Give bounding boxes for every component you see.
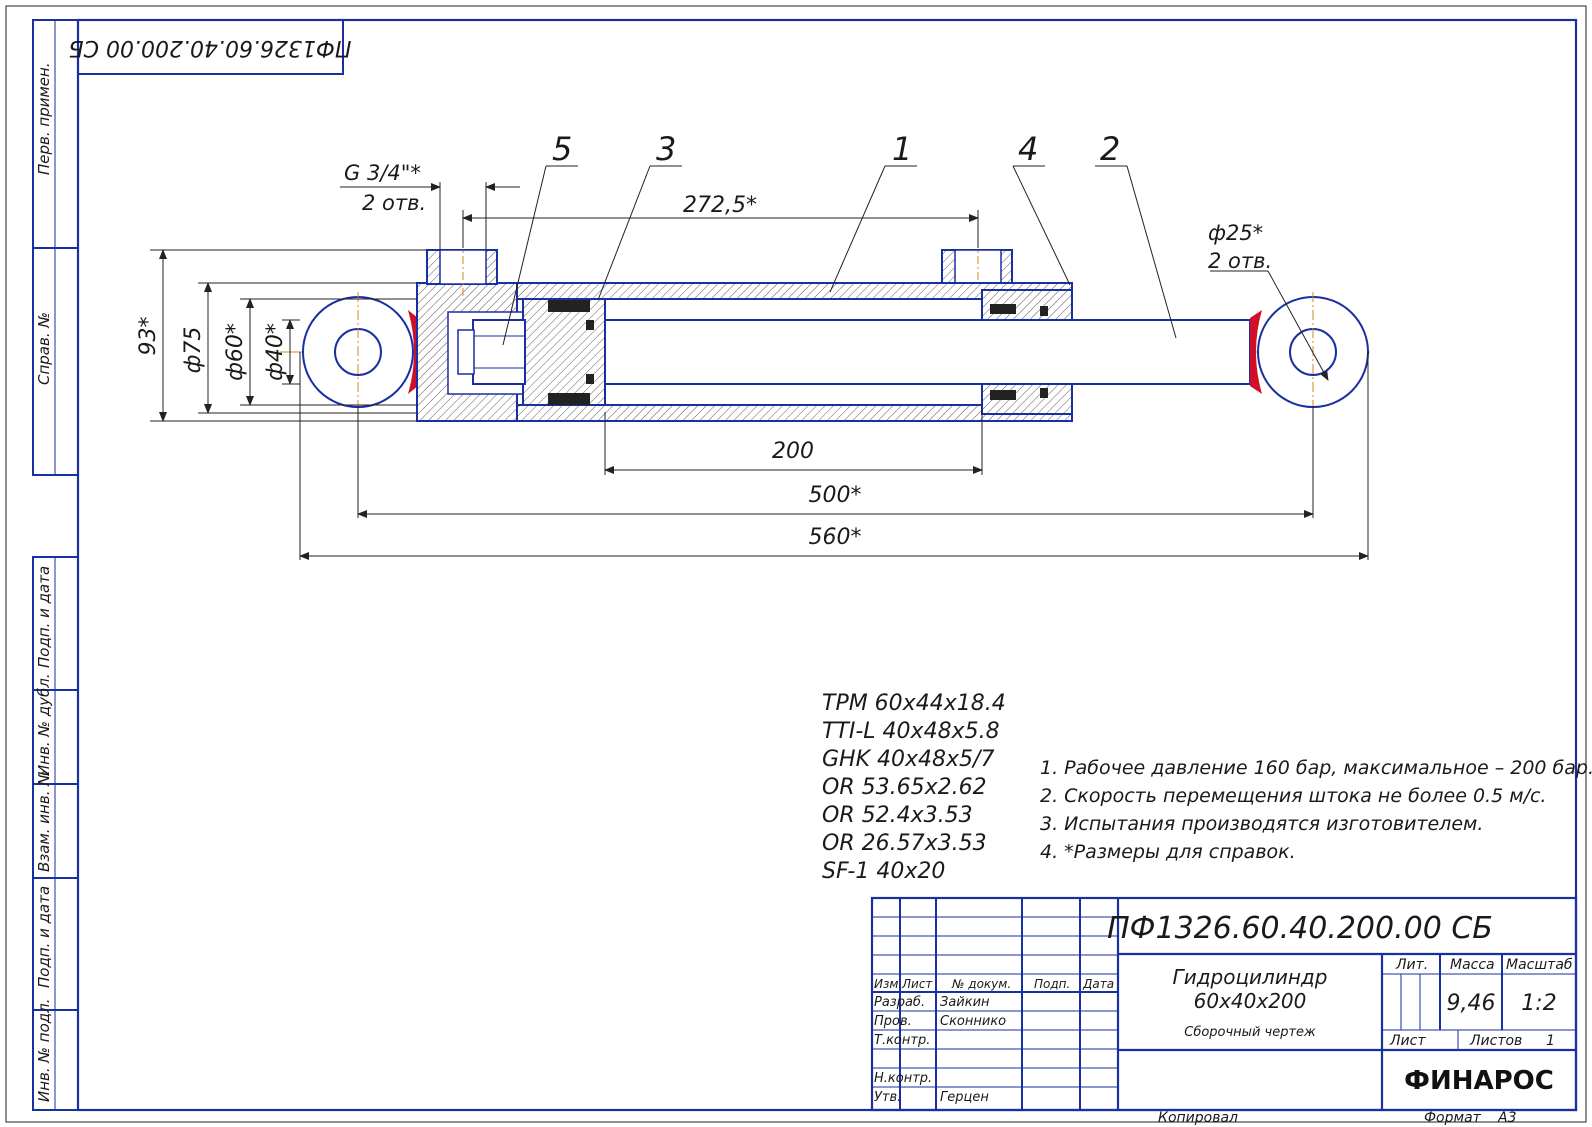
dim-stroke: 200 bbox=[772, 439, 814, 464]
dim-93: 93* bbox=[136, 317, 161, 356]
side-label-podp-data-1: Подп. и дата bbox=[35, 566, 53, 668]
footer-copied: Копировал bbox=[1158, 1110, 1238, 1126]
tb-doc-type: Сборочный чертеж bbox=[1184, 1025, 1316, 1040]
title-block: Изм. Лист № докум. Подп. Дата Разраб. За… bbox=[870, 896, 1578, 1112]
callout-2: 2 bbox=[1100, 130, 1120, 168]
seal-item: GHK 40x48x5/7 bbox=[822, 747, 994, 772]
note-item: 2. Скорость перемещения штока не более 0… bbox=[1040, 785, 1546, 807]
side-strip: Перв. примен. Справ. № Подп. и дата Инв.… bbox=[32, 19, 79, 1111]
role-tkontr: Т.контр. bbox=[874, 1033, 930, 1048]
tb-mass-value: 9,46 bbox=[1447, 991, 1496, 1016]
dim-pin: ф25* bbox=[1208, 221, 1263, 245]
name-prov: Сконнико bbox=[940, 1014, 1006, 1029]
dim-port-spacing: 272,5* bbox=[683, 193, 757, 218]
role-utv: Утв. bbox=[874, 1090, 901, 1105]
outer-frame bbox=[5, 5, 1587, 1123]
side-label-inv-podl: Инв. № подл. bbox=[35, 999, 53, 1102]
piston bbox=[522, 298, 606, 406]
tb-name-line1: Гидроцилиндр bbox=[1173, 965, 1328, 989]
tb-name-line2: 60х40х200 bbox=[1194, 989, 1307, 1013]
seal-item: OR 26.57x3.53 bbox=[822, 831, 987, 856]
dim-60: ф60* bbox=[223, 323, 248, 381]
callouts bbox=[502, 165, 1177, 346]
seal-item: OR 53.65x2.62 bbox=[822, 775, 987, 800]
dim-port: G 3/4"* bbox=[344, 161, 421, 185]
note-item: 4. *Размеры для справок. bbox=[1040, 841, 1296, 863]
pin-leader bbox=[1267, 270, 1329, 381]
role-nkontr: Н.контр. bbox=[874, 1071, 932, 1086]
seal-item: SF-1 40x20 bbox=[822, 859, 945, 884]
company-logo-text: ФИНАРОС bbox=[1404, 1066, 1554, 1096]
callout-3: 3 bbox=[656, 130, 676, 168]
piston-seal-top bbox=[548, 300, 590, 312]
technical-notes: 1. Рабочее давление 160 бар, максимально… bbox=[1040, 757, 1592, 863]
dim-port-count: 2 отв. bbox=[362, 191, 426, 215]
seal-list: TPM 60x44x18.4 TTI-L 40x48x5.8 GHK 40x48… bbox=[822, 691, 1006, 884]
tb-scale-value: 1:2 bbox=[1521, 991, 1556, 1016]
callout-1: 1 bbox=[892, 130, 912, 168]
role-razrab: Разраб. bbox=[874, 995, 925, 1010]
note-item: 1. Рабочее давление 160 бар, максимально… bbox=[1040, 757, 1592, 779]
th-list: Лист bbox=[901, 977, 933, 991]
inner-frame bbox=[76, 18, 1578, 1112]
side-label-vzam-inv: Взам. инв. № bbox=[35, 770, 53, 872]
side-label-perv-primen: Перв. примен. bbox=[35, 62, 53, 175]
tb-sheets-value: 1 bbox=[1546, 1033, 1555, 1049]
th-podp: Подп. bbox=[1034, 977, 1070, 991]
role-prov: Пров. bbox=[874, 1014, 912, 1029]
piston-rod bbox=[604, 319, 1251, 385]
tb-sheets-label: Листов bbox=[1469, 1033, 1522, 1049]
dimensions bbox=[150, 182, 1369, 560]
dim-40: ф40* bbox=[263, 323, 288, 381]
cylinder-drawing bbox=[280, 240, 1370, 422]
side-label-inv-dubl: Инв. № дубл. bbox=[35, 673, 53, 776]
th-izm: Изм. bbox=[874, 977, 902, 991]
th-data: Дата bbox=[1082, 977, 1114, 991]
name-razrab: Зайкин bbox=[940, 995, 990, 1010]
footer-format-label: Формат bbox=[1424, 1110, 1482, 1126]
name-utv: Герцен bbox=[940, 1090, 989, 1105]
dim-pin-count: 2 отв. bbox=[1208, 249, 1272, 273]
corner-code-box: ПФ1326.60.40.200.00 СБ bbox=[69, 19, 352, 75]
tb-designation: ПФ1326.60.40.200.00 СБ bbox=[1107, 911, 1493, 946]
tb-sheet-label: Лист bbox=[1389, 1033, 1426, 1049]
note-item: 3. Испытания производятся изготовителем. bbox=[1040, 813, 1483, 835]
tb-scale-label: Масштаб bbox=[1506, 957, 1573, 973]
dim-75: ф75 bbox=[181, 327, 206, 374]
footer-format-value: А3 bbox=[1497, 1110, 1516, 1126]
th-doc-no: № докум. bbox=[951, 977, 1011, 991]
callout-5: 5 bbox=[552, 130, 572, 168]
seal-item: TTI-L 40x48x5.8 bbox=[822, 719, 1000, 744]
tb-mass-label: Масса bbox=[1450, 957, 1495, 973]
seal-item: OR 52.4x3.53 bbox=[822, 803, 973, 828]
left-weld bbox=[408, 310, 418, 394]
callout-4: 4 bbox=[1018, 130, 1038, 168]
piston-nut bbox=[472, 319, 526, 385]
seal-item: TPM 60x44x18.4 bbox=[822, 691, 1006, 716]
corner-code: ПФ1326.60.40.200.00 СБ bbox=[69, 35, 352, 60]
side-label-podp-data-2: Подп. и дата bbox=[35, 886, 53, 988]
tb-lit-label: Лит. bbox=[1395, 957, 1428, 973]
dim-overall: 560* bbox=[809, 525, 862, 550]
piston-seal-bottom bbox=[548, 393, 590, 405]
side-label-sprav-no: Справ. № bbox=[35, 312, 53, 385]
dim-centers: 500* bbox=[809, 483, 862, 508]
right-weld bbox=[1250, 310, 1262, 394]
